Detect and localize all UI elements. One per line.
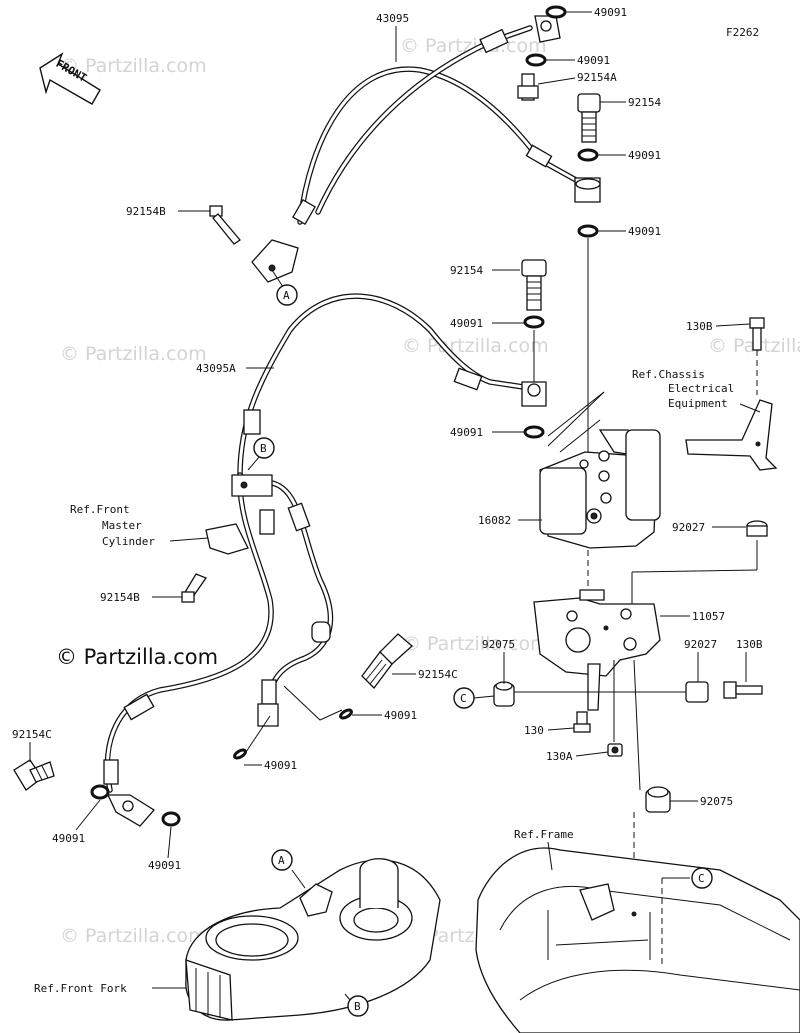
callout-c-label: C [698, 872, 705, 885]
label-92154B: 92154B [126, 205, 166, 218]
washer-49091 [161, 811, 181, 827]
label-92154C: 92154C [418, 668, 458, 681]
label-49091: 49091 [450, 426, 483, 439]
label-49091: 49091 [628, 225, 661, 238]
label-49091: 49091 [450, 317, 483, 330]
ref-chassis-line3: Equipment [668, 397, 728, 410]
callout-b [347, 995, 369, 1017]
callout-b-label: B [354, 1000, 361, 1013]
label-130A: 130A [546, 750, 573, 763]
washer-49091 [577, 148, 599, 162]
ref-frame: Ref.Frame [514, 828, 574, 841]
washer-49091 [577, 224, 599, 238]
lower-hoses [103, 472, 334, 827]
watermark: © Partzilla.com [60, 55, 207, 77]
bolt-130B [723, 681, 763, 699]
watermarks: © Partzilla.com © Partzilla.com © Partzi… [60, 35, 800, 947]
washer-49091 [545, 5, 567, 19]
label-49091: 49091 [264, 759, 297, 772]
callout-b-label: B [260, 442, 267, 455]
bolt-92154B [181, 573, 208, 603]
callout-a-label: A [278, 854, 285, 867]
callout-c [691, 867, 713, 889]
label-49091: 49091 [577, 54, 610, 67]
grommet-92027 [746, 520, 768, 537]
front-fork-triple-clamp [185, 858, 441, 1021]
hose-43095A [237, 293, 547, 478]
label-92075: 92075 [482, 638, 515, 651]
washer-49091 [233, 748, 247, 760]
label-43095: 43095 [376, 12, 409, 25]
watermark: © Partzilla.com [60, 343, 207, 365]
bracket-11057 [533, 589, 661, 711]
watermark: © Partzilla.com [402, 335, 549, 357]
brand-text: © Partzilla.com [56, 645, 218, 669]
label-130B: 130B [686, 320, 713, 333]
ref-master-cylinder-line1: Ref.Front [70, 503, 130, 516]
washer-49091 [523, 425, 545, 439]
bolt-92154 [521, 259, 547, 311]
callout-b [253, 437, 275, 459]
master-cylinder-bracket [205, 523, 249, 555]
grommet-92075 [645, 786, 671, 813]
bolt-92154 [577, 93, 601, 143]
washer-49091 [339, 708, 353, 720]
label-92154: 92154 [628, 96, 661, 109]
label-49091: 49091 [52, 832, 85, 845]
label-92027: 92027 [684, 638, 717, 651]
label-49091: 49091 [594, 6, 627, 19]
ref-master-cylinder-line3: Cylinder [102, 535, 155, 548]
bolt-92154C [361, 633, 413, 689]
ref-chassis-line1: Ref.Chassis [632, 368, 705, 381]
washer-49091 [525, 53, 547, 67]
callout-a-label: A [283, 289, 290, 302]
label-11057: 11057 [692, 610, 725, 623]
label-92154B: 92154B [100, 591, 140, 604]
bolt-92154B [209, 205, 241, 245]
label-49091: 49091 [148, 859, 181, 872]
label-92154C: 92154C [12, 728, 52, 741]
label-43095A: 43095A [196, 362, 236, 375]
hose-43095 [251, 15, 601, 283]
collar-92027 [685, 681, 709, 703]
washer-49091 [523, 315, 545, 329]
ref-master-cylinder-line2: Master [102, 519, 142, 532]
abs-unit-16082 [539, 391, 661, 549]
frame [475, 847, 800, 1033]
label-92154A: 92154A [577, 71, 617, 84]
washer-49091 [90, 784, 110, 800]
label-49091: 49091 [628, 149, 661, 162]
bolt-92154C [13, 759, 55, 791]
figure-code: F2262 [726, 26, 759, 39]
label-92027: 92027 [672, 521, 705, 534]
callout-c-label: C [460, 692, 467, 705]
grommet-92075 [493, 681, 515, 707]
label-92075: 92075 [700, 795, 733, 808]
callout-a [276, 284, 298, 306]
watermark: © Partzilla.com [60, 925, 207, 947]
part-labels: 43095 49091 49091 92154A 92154 49091 490… [12, 6, 763, 995]
label-49091: 49091 [384, 709, 417, 722]
label-16082: 16082 [478, 514, 511, 527]
watermark: © Partzilla.com [400, 35, 547, 57]
watermark: © Partzilla.com [402, 633, 549, 655]
label-92154: 92154 [450, 264, 483, 277]
bolt-130A [607, 743, 623, 757]
callout-a [271, 849, 293, 871]
bolt-130 [573, 711, 591, 733]
label-130B: 130B [736, 638, 763, 651]
bolt-92154A [517, 73, 539, 101]
ref-chassis-line2: Electrical [668, 382, 734, 395]
ref-front-fork: Ref.Front Fork [34, 982, 127, 995]
chassis-bracket [685, 399, 778, 471]
label-130: 130 [524, 724, 544, 737]
